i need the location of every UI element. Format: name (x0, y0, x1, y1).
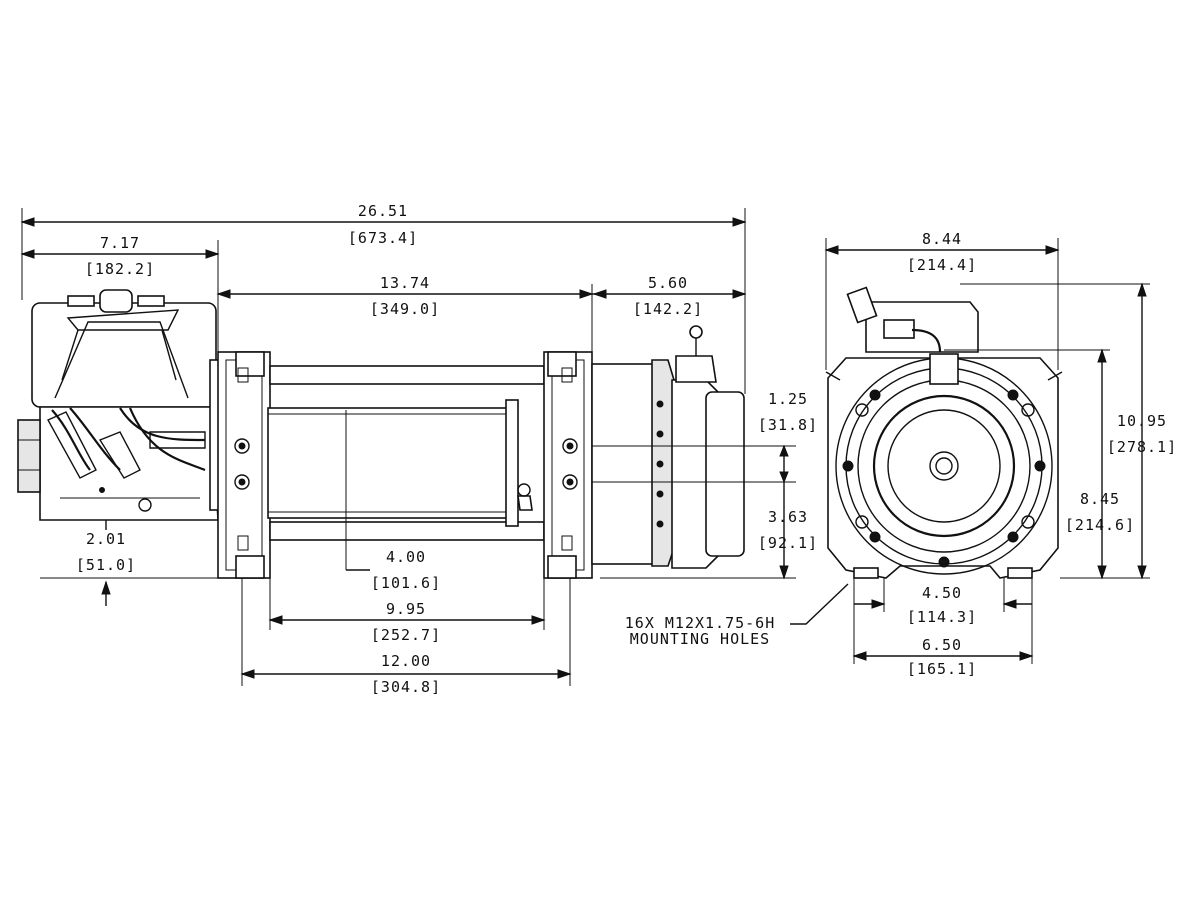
drum (267, 399, 533, 527)
overall-length-in: 26.51 (358, 202, 408, 220)
foot-hole-spacing-in: 4.50 (922, 584, 962, 602)
drum-length-mm: [349.0] (370, 300, 440, 318)
mounting-note-line1: 16X M12X1.75-6H (625, 614, 775, 632)
foot-width-mm: [165.1] (907, 660, 977, 678)
overall-height-mm: [278.1] (1107, 438, 1177, 456)
gearbox-length-in: 5.60 (648, 274, 688, 292)
motor-base-height-mm: [51.0] (76, 556, 136, 574)
inner-hole-spacing-in: 9.95 (386, 600, 426, 618)
outer-foot-spacing-in: 12.00 (381, 652, 431, 670)
end-width-mm: [214.4] (907, 256, 977, 274)
overall-length-mm: [673.4] (348, 229, 418, 247)
end-view (825, 286, 1063, 579)
drum-length-in: 13.74 (380, 274, 430, 292)
drum-center-height-mm: [214.6] (1065, 516, 1135, 534)
overall-height-in: 10.95 (1117, 412, 1167, 430)
motor-length-in: 7.17 (100, 234, 140, 252)
dimension-lines (20, 208, 1150, 686)
drum-axis-offset-in: 4.00 (386, 548, 426, 566)
hole-height-in: 3.63 (768, 508, 808, 526)
gearbox (591, 325, 745, 569)
end-width-in: 8.44 (922, 230, 962, 248)
hole-pitch-mm: [31.8] (758, 416, 818, 434)
drum-center-height-in: 8.45 (1080, 490, 1120, 508)
mounting-note-line2: MOUNTING HOLES (630, 630, 770, 648)
motor-housing (17, 289, 223, 521)
left-end-plate (217, 351, 271, 579)
dimension-labels: 26.51 [673.4] 7.17 [182.2] 13.74 [349.0]… (76, 202, 1177, 696)
motor-length-mm: [182.2] (85, 260, 155, 278)
side-view (17, 289, 745, 579)
gearbox-length-mm: [142.2] (633, 300, 703, 318)
hole-pitch-in: 1.25 (768, 390, 808, 408)
hole-height-mm: [92.1] (758, 534, 818, 552)
foot-width-in: 6.50 (922, 636, 962, 654)
foot-hole-spacing-mm: [114.3] (907, 608, 977, 626)
motor-base-height-in: 2.01 (86, 530, 126, 548)
inner-hole-spacing-mm: [252.7] (371, 626, 441, 644)
right-end-plate (543, 351, 593, 579)
drum-axis-offset-mm: [101.6] (371, 574, 441, 592)
tie-bars (269, 365, 545, 541)
outer-foot-spacing-mm: [304.8] (371, 678, 441, 696)
